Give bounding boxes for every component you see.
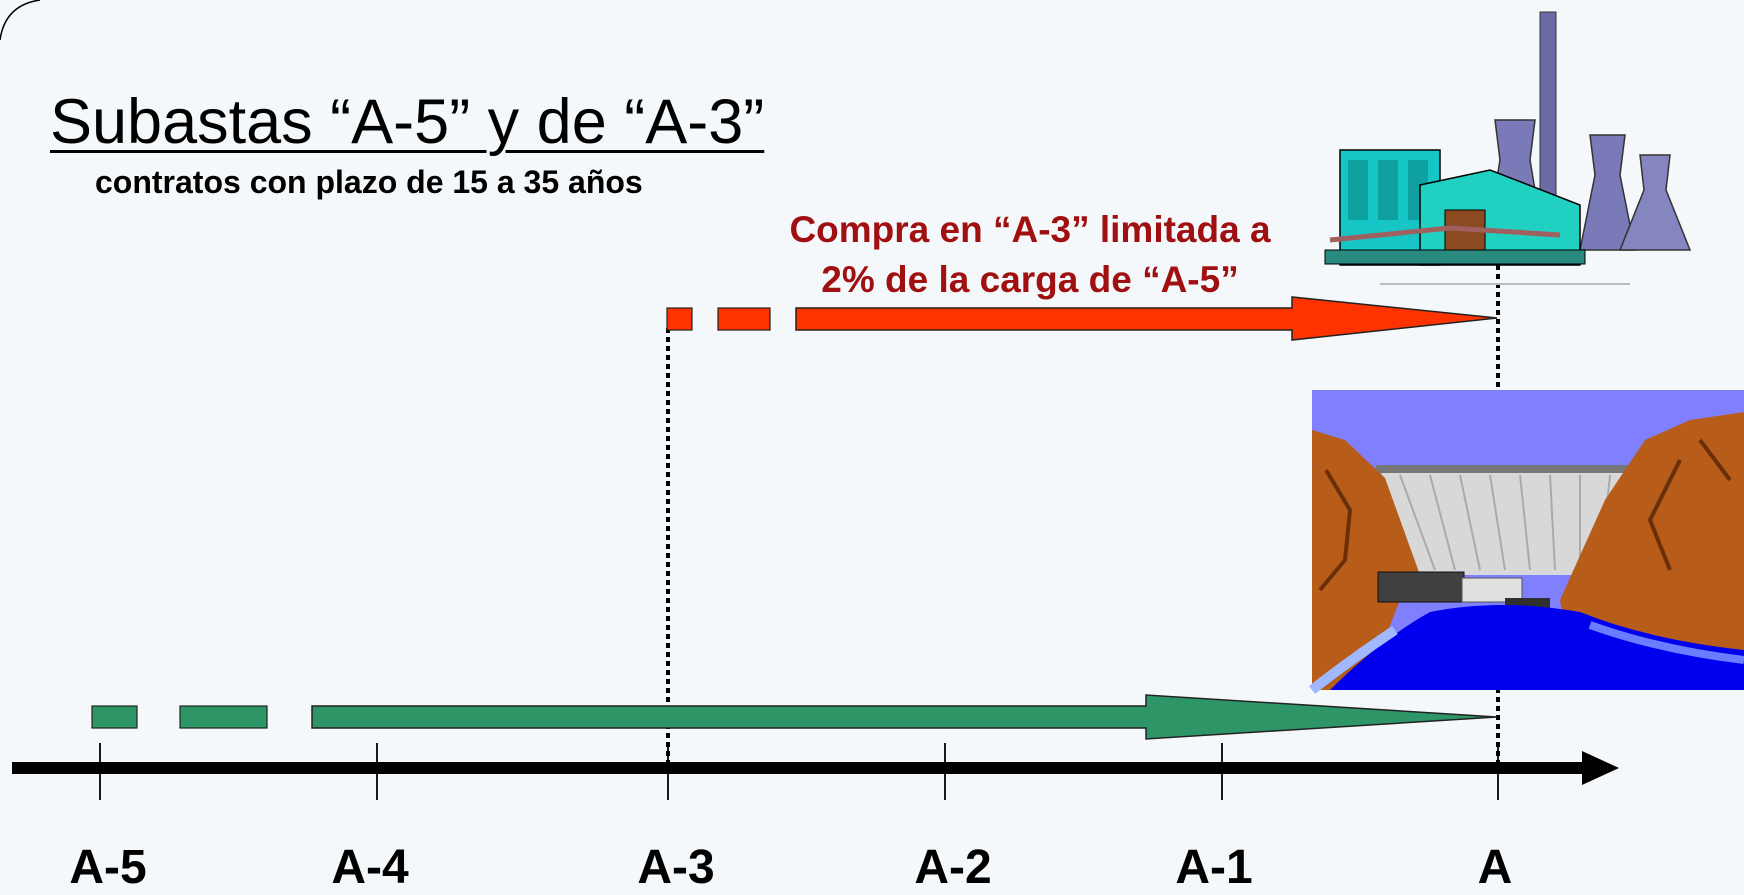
tick-label-a5: A-5	[69, 841, 147, 894]
tick-label-a: A	[1477, 841, 1513, 894]
tick-label-a3: A-3	[637, 841, 715, 894]
red-arrow-body	[795, 296, 1498, 341]
a3-limit-note-line1: Compra en “A-3” limitada a	[789, 209, 1271, 250]
tick-label-a4: A-4	[331, 841, 409, 894]
red-dash-2	[717, 307, 771, 331]
green-dash-1	[91, 705, 138, 729]
slide-corner	[0, 0, 41, 41]
tick-label-a1: A-1	[1175, 841, 1253, 894]
slide-subtitle: contratos con plazo de 15 a 35 años	[95, 164, 643, 200]
timeline-arrowhead	[1582, 751, 1619, 785]
a3-limit-note: Compra en “A-3” limitada a 2% de la carg…	[740, 205, 1320, 305]
green-dash-2	[179, 705, 268, 729]
red-dash-1	[666, 307, 693, 331]
tick-label-a2: A-2	[914, 841, 992, 894]
power-plant-illustration	[1324, 11, 1692, 285]
green-arrow-body	[311, 694, 1498, 740]
a3-auction-arrow	[666, 296, 1498, 341]
a3-limit-note-line2: 2% de la carga de “A-5”	[821, 259, 1239, 300]
a5-auction-arrow	[91, 694, 1498, 740]
hydroelectric-dam-illustration	[1308, 390, 1744, 694]
slide-title: Subastas “A-5” y de “A-3”	[50, 87, 765, 157]
